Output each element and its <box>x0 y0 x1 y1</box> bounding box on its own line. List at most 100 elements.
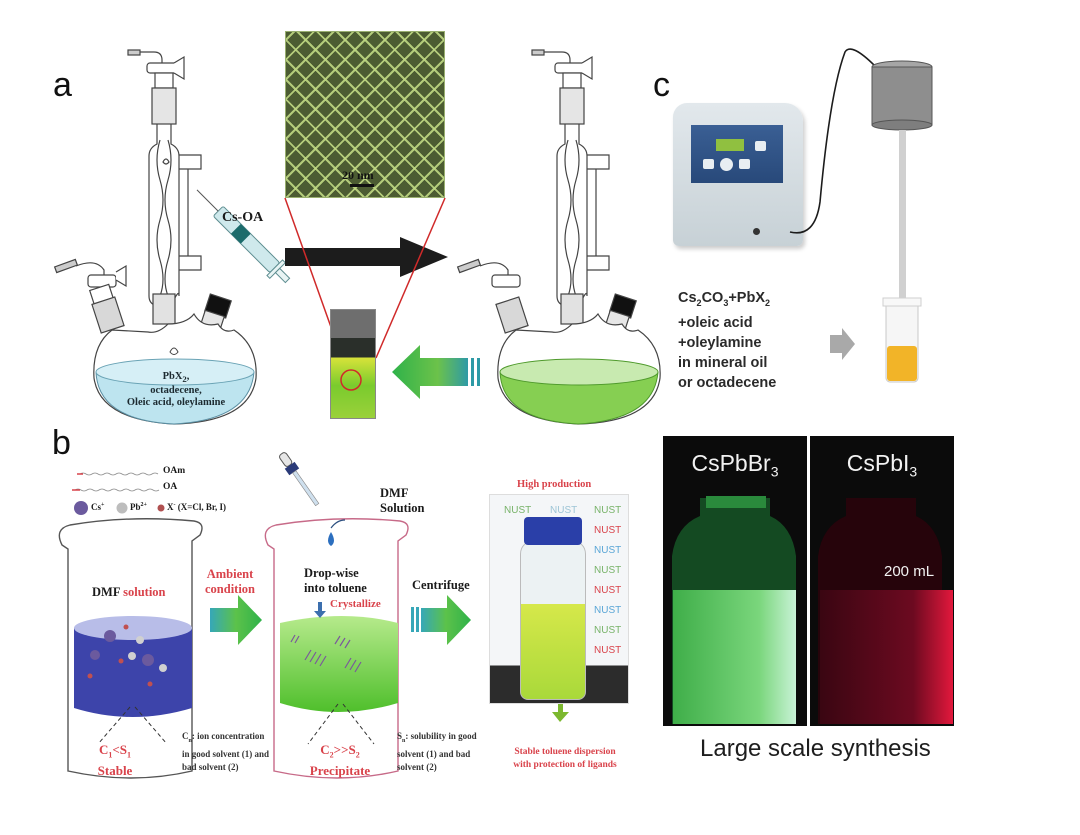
text-fragment: Pb <box>130 502 141 512</box>
text-fragment: : solubility in good <box>405 731 477 741</box>
text-fragment: C <box>320 742 330 757</box>
pump-button <box>739 159 750 169</box>
green-arrow-left <box>392 345 468 399</box>
text-fragment: Drop-wise <box>304 566 359 580</box>
ion-concentration-note: Cn: ion concentration in good solvent (1… <box>182 730 269 774</box>
flask-line1: PbX <box>162 371 183 382</box>
text-fragment: n <box>402 737 406 744</box>
text-fragment: 3 <box>909 463 918 480</box>
text-fragment: 2 <box>765 297 771 308</box>
text-fragment: Precipitate <box>309 762 371 778</box>
nanocrystal-vial-photo <box>330 309 376 419</box>
dropper <box>279 452 320 507</box>
large-scale-caption: Large scale synthesis <box>700 735 931 762</box>
text-fragment: 2 <box>329 750 334 760</box>
flask-line3: Oleic acid, oleylamine <box>126 397 226 409</box>
text-fragment: solution <box>123 585 166 599</box>
legend-x-dot <box>157 504 165 512</box>
legend-oa-line <box>74 488 160 492</box>
text-fragment: + <box>101 502 105 508</box>
cspbi3-title: CsPbI3 <box>810 436 954 496</box>
text-fragment: Stable toluene dispersion <box>514 747 616 757</box>
centrifuge-label: Centrifuge <box>412 578 470 592</box>
reagents-line4: in mineral oil <box>678 354 768 371</box>
text-fragment: condition <box>205 582 256 596</box>
nust-label: NUST <box>594 585 622 596</box>
text-fragment: solvent (2) <box>397 761 437 772</box>
legend-pb-dot <box>116 502 128 514</box>
green-arrow-step2 <box>421 595 471 645</box>
round-flask-left <box>93 312 257 425</box>
blue-bottle-cap <box>524 517 582 545</box>
glass-bottle <box>520 540 586 700</box>
flask-line1-suffix: , <box>186 371 190 382</box>
pump-port <box>753 228 760 235</box>
bottle-photo-cspbi3 <box>810 436 954 726</box>
text-fragment: C <box>98 742 109 757</box>
condition-stable: C1<S1 Stable <box>82 742 148 778</box>
dmf-droplet <box>328 532 334 546</box>
syringe-label: Cs-OA <box>222 210 264 225</box>
condition-precipitate: C2>>S2 Precipitate <box>300 742 380 778</box>
round-flask-right <box>497 312 661 425</box>
text-fragment: solvent (1) and bad <box>397 748 471 759</box>
nust-label: NUST <box>594 605 622 616</box>
text-fragment: >>S <box>333 742 356 757</box>
text-fragment: CsPbBr <box>691 450 771 476</box>
text-fragment: in good solvent (1) and <box>182 748 270 759</box>
text-fragment: n <box>188 737 192 744</box>
text-fragment: 1 <box>108 750 113 760</box>
text-fragment: - <box>173 502 176 508</box>
text-fragment: Ambient <box>206 567 254 581</box>
text-fragment: bad solvent (2) <box>182 761 239 772</box>
reagents-line3: +oleylamine <box>678 334 762 351</box>
legend-oam-label: OAm <box>163 466 186 476</box>
text-fragment: (X=Cl, Br, I) <box>177 502 227 512</box>
text-fragment: 2 <box>355 750 360 760</box>
text-fragment: X <box>167 502 174 512</box>
text-fragment: CO <box>701 290 724 306</box>
beaker-toluene <box>264 518 409 779</box>
pump-button <box>703 159 714 169</box>
text-fragment: into toluene <box>304 581 367 595</box>
text-fragment: <S <box>112 742 128 757</box>
text-fragment: DMF <box>380 486 409 500</box>
panel-label-a: a <box>53 66 72 104</box>
legend-cs-label: Cs+ <box>91 502 104 512</box>
text-fragment: CsPbI <box>846 450 910 476</box>
text-fragment: C <box>182 731 189 741</box>
bottle-photo-cspbbr3 <box>663 436 807 726</box>
flask-line1-sub: 2 <box>182 374 187 385</box>
legend-pb-label: Pb2+ <box>130 502 147 512</box>
tem-scale-bar <box>350 184 374 187</box>
production-bottle-photo: NUST NUST NUST NUST NUST NUST NUST NUST … <box>489 494 629 704</box>
tem-scale-label: 20 nm <box>342 168 374 182</box>
crystallize-arrow <box>314 602 326 618</box>
panel-label-c: c <box>653 66 670 104</box>
beaker-dmf <box>58 518 203 779</box>
reaction-vial <box>882 297 922 383</box>
pump-knob <box>720 158 733 171</box>
text-fragment: 1 <box>127 750 132 760</box>
solubility-note: Sn: solubility in good solvent (1) and b… <box>397 730 477 774</box>
nust-label: NUST <box>594 525 622 536</box>
legend-x-label: X- (X=Cl, Br, I) <box>167 502 226 512</box>
legend-cs-dot <box>74 501 88 515</box>
black-arrow-right <box>285 237 448 277</box>
grey-arrow-right <box>830 328 855 360</box>
text-fragment: Cs <box>678 290 697 306</box>
condenser-left <box>127 49 202 325</box>
beaker-dmf-label: DMF solution <box>92 585 166 600</box>
nust-label: NUST <box>594 545 622 556</box>
reflux-apparatus-right <box>456 49 637 335</box>
nust-label: NUST <box>550 505 578 516</box>
pump-control-panel <box>691 125 783 183</box>
reagents-line1: Cs2CO3+PbX2 <box>678 288 776 313</box>
flask-contents-label: PbX2, octadecene, Oleic acid, oleylamine <box>108 371 244 409</box>
text-fragment: 3 <box>723 297 729 308</box>
